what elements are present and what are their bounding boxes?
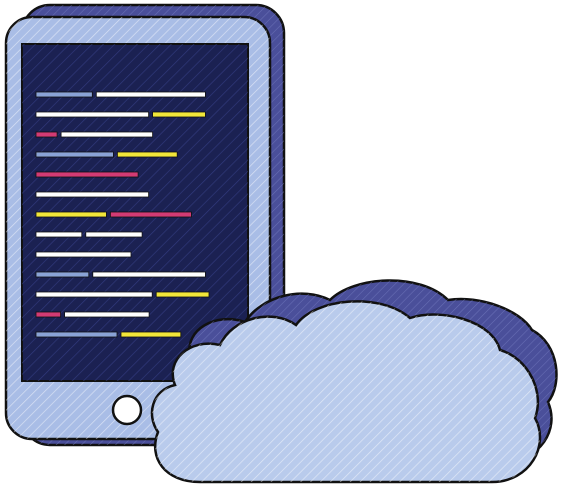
code-line-segment (35, 331, 118, 338)
code-line-segment (120, 331, 182, 338)
code-line-segment (117, 151, 178, 158)
code-line-segment (35, 91, 93, 98)
code-line-segment (95, 91, 206, 98)
code-line-segment (85, 231, 143, 238)
code-line-segment (60, 131, 153, 138)
code-line-segment (35, 191, 149, 198)
code-line-segment (35, 171, 139, 178)
code-line-segment (35, 231, 83, 238)
code-line-segment (35, 111, 149, 118)
code-line-segment (110, 211, 192, 218)
code-line-segment (35, 291, 153, 298)
code-line-segment (35, 211, 107, 218)
code-line-segment (92, 271, 206, 278)
code-line-segment (155, 291, 210, 298)
code-line-segment (35, 151, 114, 158)
code-line-segment (35, 271, 90, 278)
code-line-segment (35, 131, 58, 138)
code-line-segment (35, 251, 132, 258)
code-line-segment (35, 311, 62, 318)
cloud-icon (150, 300, 542, 484)
code-line-segment (152, 111, 206, 118)
home-button-icon (111, 394, 143, 426)
code-line-segment (64, 311, 150, 318)
code-lines-icon (35, 91, 210, 338)
